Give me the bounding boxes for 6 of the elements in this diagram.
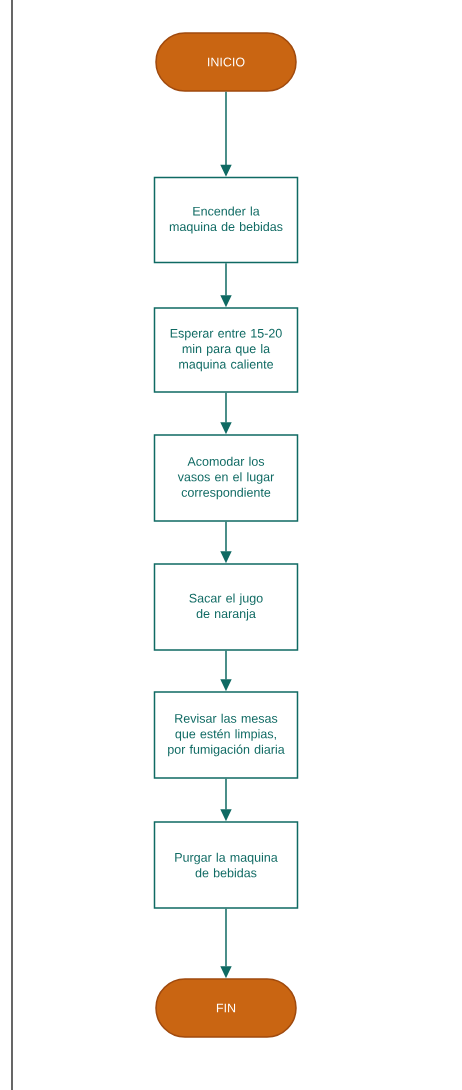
process-box: Sacar el jugo de naranja xyxy=(153,563,299,651)
process-box: Encender la maquina de bebidas xyxy=(153,176,299,264)
process-box: Revisar las mesas que estén limpias, por fumigación diaria xyxy=(153,691,299,779)
process-box: Esperar entre 15-20 min para que la maquina caliente xyxy=(153,307,299,393)
process-box: Purgar la maquina de bebidas xyxy=(153,821,299,909)
process-box: Acomodar los vasos en el lugar correspondiente xyxy=(153,434,299,522)
